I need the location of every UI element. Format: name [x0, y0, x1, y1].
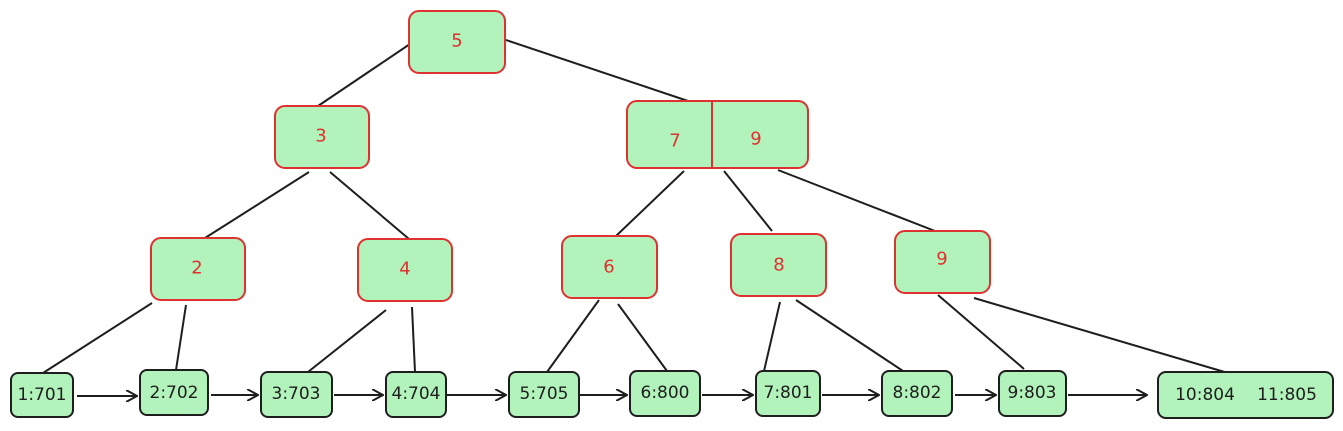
leaf-node-box: [10, 372, 74, 418]
edge-node-7-9-to-node-6: [615, 170, 685, 237]
internal-node-box: [561, 235, 658, 299]
internal-node-box: [626, 100, 809, 169]
leaf-entry: 6:800: [641, 383, 690, 403]
internal-node-4: 4: [357, 238, 453, 302]
internal-node-2: 2: [150, 237, 246, 301]
leaf-entry: 4:704: [392, 384, 441, 404]
leaf-node: 4:704: [385, 371, 447, 418]
internal-node-key: 3: [315, 126, 326, 147]
internal-node-key: 2: [191, 258, 202, 279]
edge-node-7-9-to-node-9: [777, 169, 936, 232]
internal-node-key: 9: [936, 249, 947, 270]
edge-node-7-9-to-node-8: [723, 170, 773, 232]
internal-node-box: [357, 238, 453, 302]
internal-node-box: [150, 237, 246, 301]
edge-root-to-node-7-9: [505, 39, 689, 102]
internal-node-key: 7: [669, 131, 680, 152]
leaf-node-box: [508, 371, 580, 418]
leaf-entry: 9:803: [1008, 383, 1057, 403]
leaf-node-box: [139, 369, 209, 416]
leaf-node-box: [629, 370, 701, 417]
root-node: 5: [408, 10, 506, 74]
internal-node-key: 6: [603, 257, 614, 278]
leaf-node-box: [755, 370, 821, 417]
internal-node-box: [274, 105, 370, 169]
edge-node-4-to-leaf-3: [307, 309, 387, 373]
edge-node-9-to-leaf-10: [973, 297, 1229, 374]
tree-edges: [42, 39, 1229, 374]
edge-node-2-to-leaf-2: [175, 304, 187, 371]
leaf-node: 1:701: [10, 372, 74, 418]
edge-node-6-to-leaf-5: [546, 299, 600, 373]
leaf-entry: 7:801: [764, 383, 813, 403]
leaf-entry: 11:805: [1257, 385, 1317, 405]
leaf-node-box: [260, 371, 333, 418]
internal-node-9: 9: [894, 230, 991, 294]
edge-node-2-to-leaf-1: [42, 302, 153, 374]
leaf-entry: 3:703: [272, 384, 321, 404]
leaf-node: 8:802: [881, 370, 953, 417]
leaf-entry: 10:804: [1175, 385, 1235, 405]
edge-node-3-to-node-2: [204, 171, 310, 239]
internal-node-8: 8: [730, 233, 827, 297]
internal-node-6: 6: [561, 235, 658, 299]
internal-node-3: 3: [274, 105, 370, 169]
internal-node-box: [894, 230, 991, 294]
leaf-node: 10:804 11:805: [1157, 371, 1334, 419]
leaf-entry: 5:705: [520, 384, 569, 404]
leaf-entry: 2:702: [150, 383, 199, 403]
edge-node-3-to-node-4: [329, 171, 410, 240]
internal-node-key: 4: [399, 259, 410, 280]
edge-node-6-to-leaf-6: [617, 303, 668, 372]
edge-node-9-to-leaf-9: [937, 294, 1025, 370]
leaf-node: 3:703: [260, 371, 333, 418]
leaf-node: 5:705: [508, 371, 580, 418]
edge-node-4-to-leaf-4: [411, 306, 416, 373]
internal-node-7-9: 7 9: [626, 100, 809, 169]
leaf-node-box: [881, 370, 953, 417]
leaf-node-box: [998, 370, 1067, 417]
edge-node-8-to-leaf-8: [795, 299, 907, 374]
internal-node-box: [730, 233, 827, 297]
leaf-node: 7:801: [755, 370, 821, 417]
internal-node-key: 8: [773, 255, 784, 276]
leaf-node: 2:702: [139, 369, 209, 416]
root-node-box: [408, 10, 506, 74]
leaf-node-box: [385, 371, 447, 418]
leaf-entry: 8:802: [893, 383, 942, 403]
leaf-links: [77, 395, 1146, 396]
root-key: 5: [451, 31, 462, 52]
leaf-node-box: [1157, 371, 1334, 419]
leaf-entry: 1:701: [18, 385, 67, 405]
edge-root-to-node-3: [317, 43, 411, 107]
leaf-node: 6:800: [629, 370, 701, 417]
leaf-node: 9:803: [998, 370, 1067, 417]
edge-node-8-to-leaf-7: [763, 301, 781, 372]
internal-node-key: 9: [750, 129, 761, 150]
